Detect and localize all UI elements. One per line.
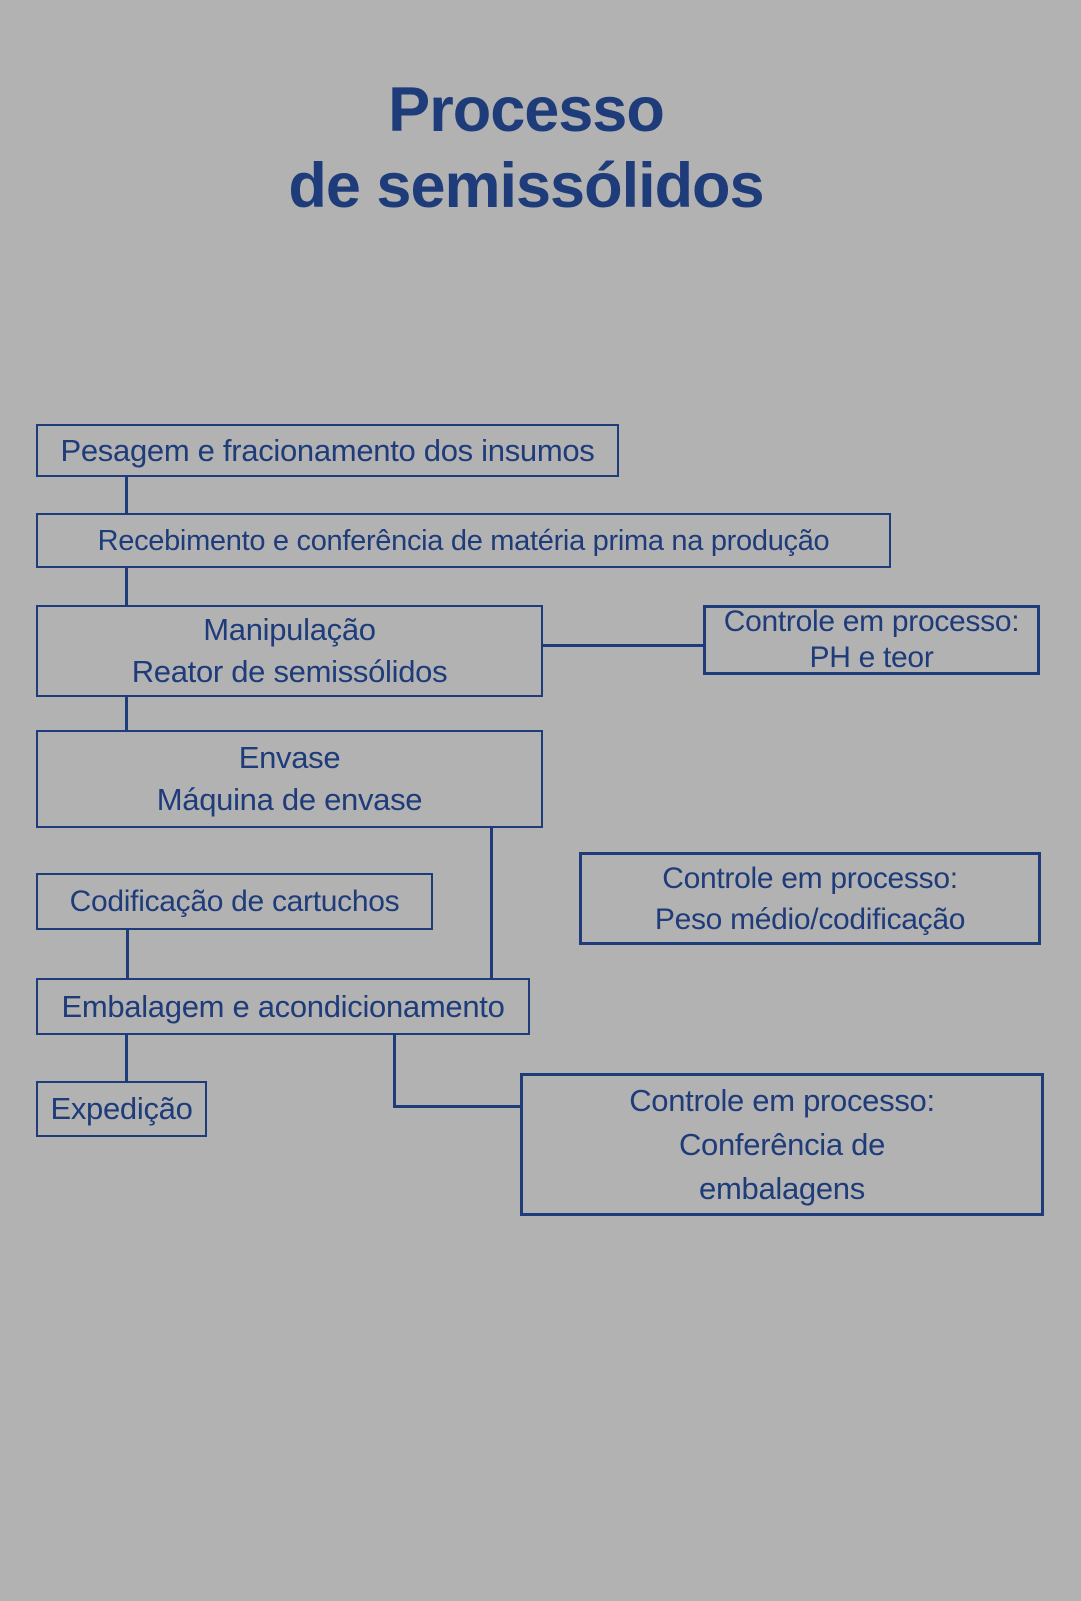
node-envase: Envase Máquina de envase: [36, 730, 543, 828]
node-controle-ph-line2: PH e teor: [809, 641, 934, 674]
connector-pesagem-recebimento: [125, 477, 128, 513]
node-controle-ph: Controle em processo: PH e teor: [703, 605, 1040, 675]
connector-envase-embalagem: [490, 828, 493, 978]
connector-recebimento-manipulacao: [125, 568, 128, 605]
node-pesagem: Pesagem e fracionamento dos insumos: [36, 424, 619, 477]
connector-codificacao-embalagem: [126, 930, 129, 978]
node-controle-conferencia-line3: embalagens: [699, 1170, 865, 1206]
connector-manipulacao-controle-ph: [543, 644, 703, 647]
node-manipulacao-line1: Manipulação: [203, 612, 376, 647]
node-codificacao: Codificação de cartuchos: [36, 873, 433, 930]
connector-embalagem-conferencia-vertical: [393, 1035, 396, 1108]
page-title: Processo de semissólidos: [0, 72, 1052, 224]
node-envase-line1: Envase: [238, 740, 341, 775]
node-controle-peso-line2: Peso médio/codificação: [654, 902, 966, 936]
node-manipulacao: Manipulação Reator de semissólidos: [36, 605, 543, 697]
node-controle-conferencia: Controle em processo: Conferência de emb…: [520, 1073, 1044, 1216]
node-controle-peso-line1: Controle em processo:: [662, 861, 958, 895]
node-manipulacao-line2: Reator de semissólidos: [131, 654, 448, 689]
node-embalagem: Embalagem e acondicionamento: [36, 978, 530, 1035]
node-codificacao-label: Codificação de cartuchos: [69, 884, 400, 918]
node-envase-line2: Máquina de envase: [156, 782, 423, 817]
connector-embalagem-conferencia-horizontal: [393, 1105, 520, 1108]
node-embalagem-label: Embalagem e acondicionamento: [61, 988, 505, 1024]
connector-manipulacao-envase: [125, 697, 128, 730]
node-pesagem-label: Pesagem e fracionamento dos insumos: [60, 432, 595, 468]
node-recebimento: Recebimento e conferência de matéria pri…: [36, 513, 891, 568]
node-controle-conferencia-line1: Controle em processo:: [629, 1082, 935, 1118]
page-title-line2: de semissólidos: [288, 151, 764, 221]
node-expedicao-label: Expedição: [50, 1091, 193, 1126]
node-expedicao: Expedição: [36, 1081, 207, 1137]
node-controle-conferencia-line2: Conferência de: [678, 1126, 886, 1162]
connector-embalagem-expedicao: [125, 1035, 128, 1081]
node-recebimento-label: Recebimento e conferência de matéria pri…: [97, 524, 830, 557]
page-title-line1: Processo: [388, 75, 665, 145]
node-controle-ph-line1: Controle em processo:: [723, 605, 1020, 638]
node-controle-peso: Controle em processo: Peso médio/codific…: [579, 852, 1041, 945]
